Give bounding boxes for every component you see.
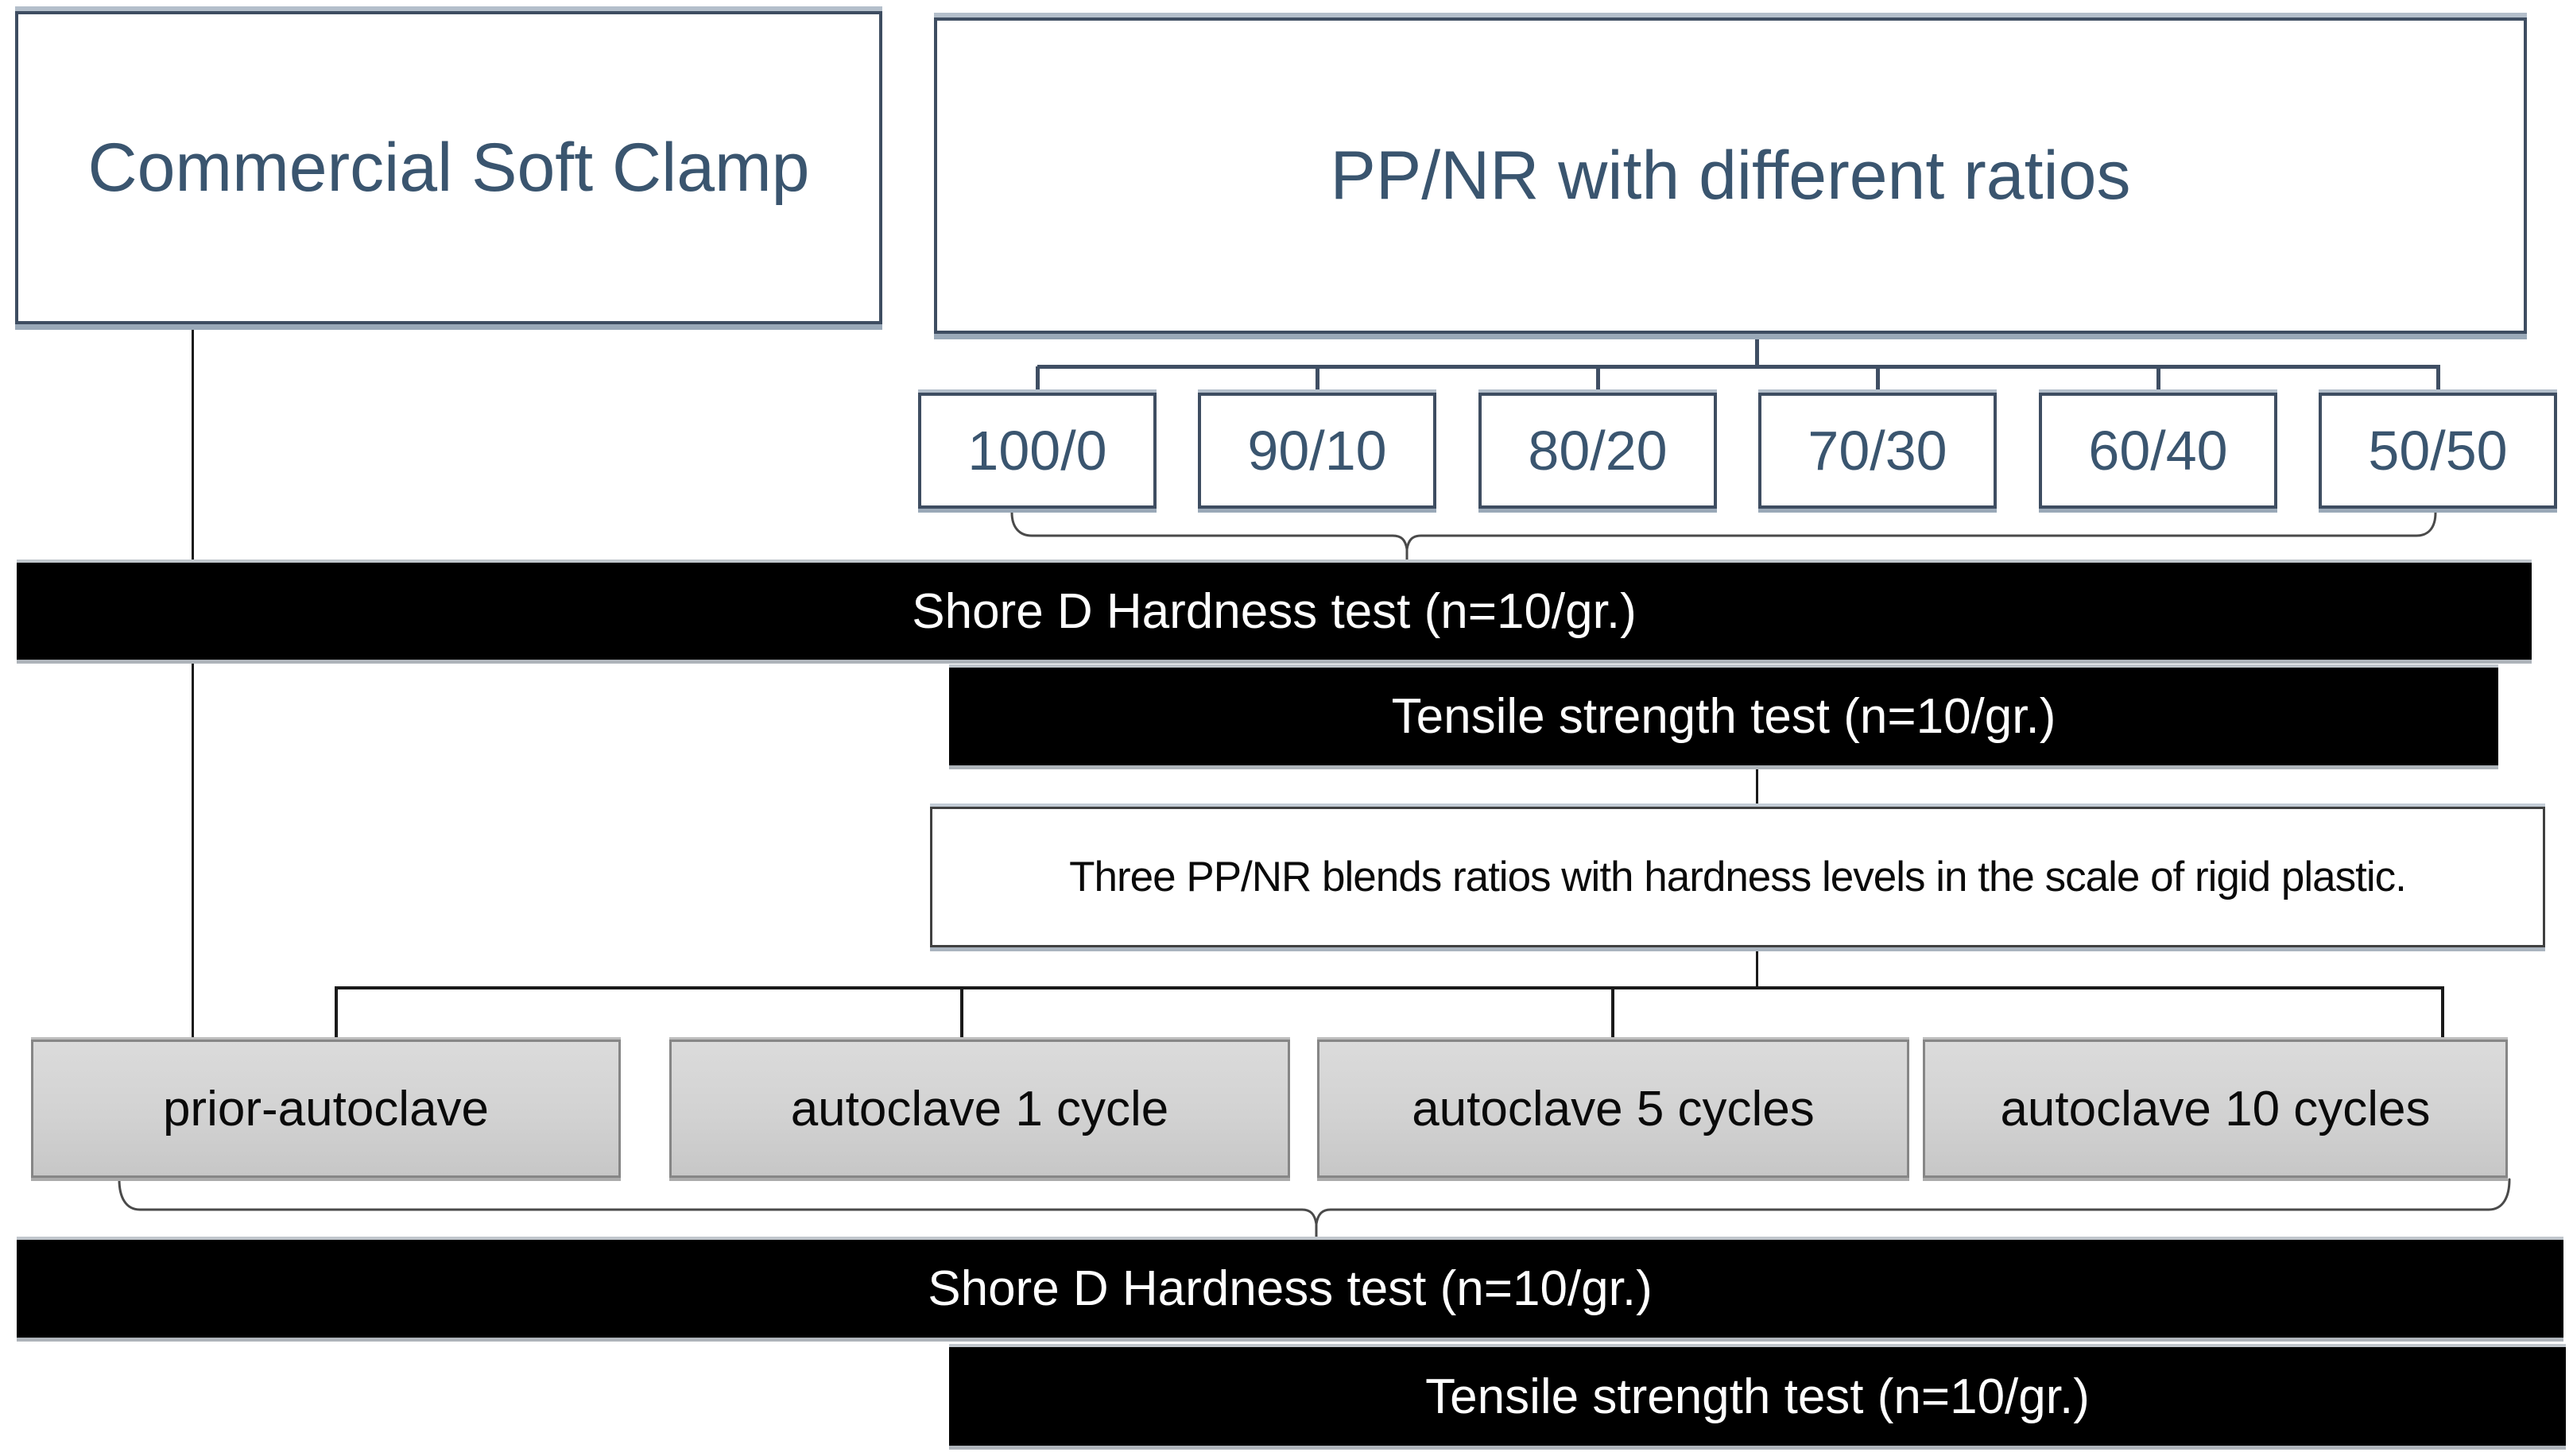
connector-autoclave-drop bbox=[1611, 986, 1614, 1040]
shore-hardness-bar-1: Shore D Hardness test (n=10/gr.) bbox=[17, 563, 2532, 660]
ratio-box-80-20: 80/20 bbox=[1478, 393, 1717, 509]
tensile-strength-bar-2: Tensile strength test (n=10/gr.) bbox=[949, 1347, 2566, 1446]
connector-autoclave-drop bbox=[335, 986, 338, 1040]
group-box-prior-autoclave: prior-autoclave bbox=[31, 1040, 621, 1178]
result-note-box: Three PP/NR blends ratios with hardness … bbox=[930, 807, 2545, 947]
ratio-box-90-10: 90/10 bbox=[1198, 393, 1436, 509]
group-box-autoclave-1-cycle: autoclave 1 cycle bbox=[669, 1040, 1290, 1178]
connector-ppnr-stem bbox=[1755, 334, 1759, 366]
connector-note-to-branch bbox=[1756, 947, 1758, 988]
connector-tensile-to-note bbox=[1756, 765, 1758, 807]
connector-ratio-stub bbox=[1036, 366, 1040, 393]
tensile-strength-bar-1: Tensile strength test (n=10/gr.) bbox=[949, 668, 2498, 765]
connector-autoclave-drop bbox=[2441, 986, 2444, 1040]
connector-ratio-stub bbox=[2156, 366, 2160, 393]
commercial-soft-clamp-box: Commercial Soft Clamp bbox=[15, 11, 882, 324]
ratio-box-50-50: 50/50 bbox=[2319, 393, 2557, 509]
ppnr-ratios-box: PP/NR with different ratios bbox=[934, 17, 2527, 334]
connector-commercial-vertical bbox=[192, 324, 194, 1040]
ratio-box-60-40: 60/40 bbox=[2039, 393, 2277, 509]
curly-brace-autoclave bbox=[118, 1178, 2511, 1240]
ratio-box-70-30: 70/30 bbox=[1758, 393, 1997, 509]
shore-hardness-bar-2: Shore D Hardness test (n=10/gr.) bbox=[17, 1240, 2563, 1338]
connector-ratio-stub bbox=[1876, 366, 1880, 393]
connector-ratio-stub bbox=[1596, 366, 1600, 393]
connector-ratio-branch bbox=[1037, 365, 2440, 369]
connector-autoclave-drop bbox=[960, 986, 963, 1040]
curly-brace-ratios bbox=[1010, 511, 2437, 563]
connector-ratio-stub bbox=[2436, 366, 2440, 393]
connector-ratio-stub bbox=[1316, 366, 1319, 393]
group-box-autoclave-10-cycles: autoclave 10 cycles bbox=[1923, 1040, 2508, 1178]
ratio-box-100-0: 100/0 bbox=[918, 393, 1157, 509]
connector-autoclave-branch bbox=[336, 986, 2444, 989]
group-box-autoclave-5-cycles: autoclave 5 cycles bbox=[1317, 1040, 1909, 1178]
